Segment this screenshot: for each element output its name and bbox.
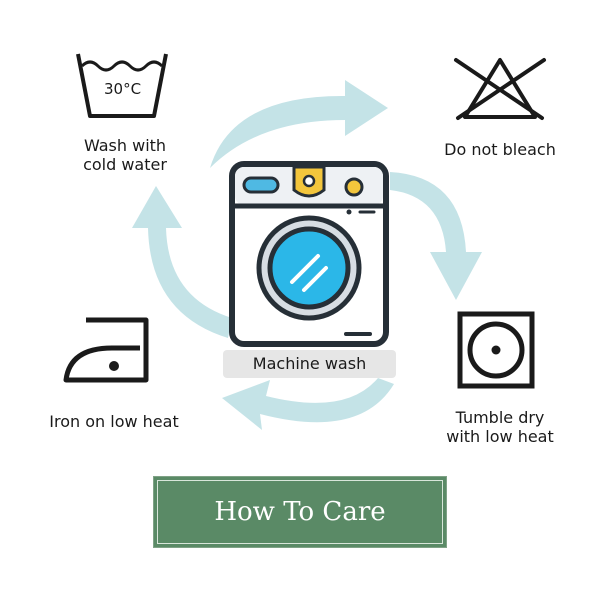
dry-label-line2: with low heat [446,427,554,446]
how-to-care-banner: How To Care [154,477,446,547]
wash-label: Wash with cold water [60,136,190,174]
dry-label-line1: Tumble dry [455,408,545,427]
arrow-top [210,80,388,168]
wash-label-line2: cold water [83,155,167,174]
dry-label: Tumble dry with low heat [430,408,570,446]
bleach-label: Do not bleach [444,140,556,159]
arrow-bottom [222,378,394,430]
arrow-left [132,186,232,338]
iron-label: Iron on low heat [49,412,179,431]
banner-title: How To Care [157,480,443,544]
wash-temperature: 30°C [104,80,142,98]
wash-label-line1: Wash with [83,136,167,155]
arrow-right [390,172,482,300]
machine-wash-label: Machine wash [223,350,396,378]
